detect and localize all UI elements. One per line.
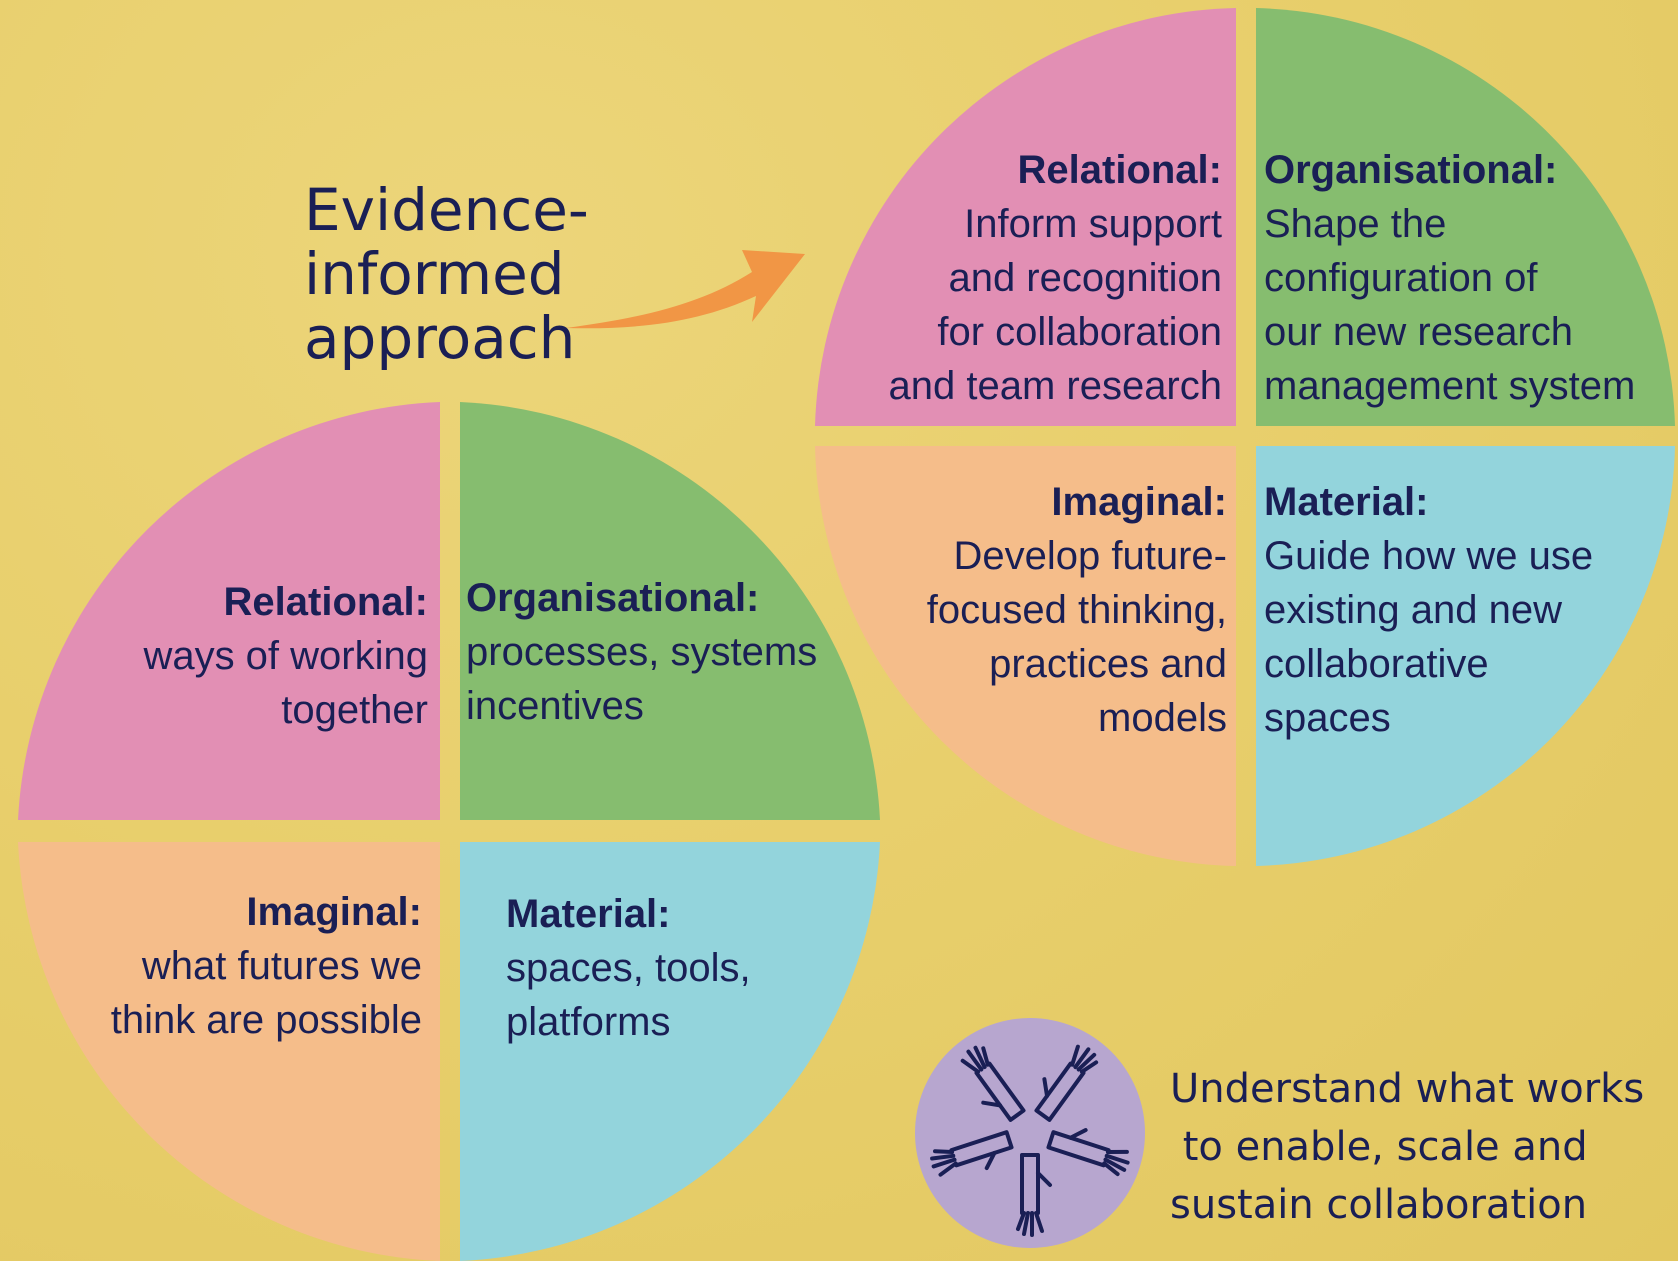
upper-relational-line-2: and recognition: [948, 256, 1222, 300]
upper-organisational-line-3: our new research: [1264, 310, 1574, 354]
upper-organisational-line-1: Shape the: [1264, 202, 1447, 246]
lower-material-heading: Material:: [506, 892, 671, 936]
upper-organisational-line-2: configuration of: [1264, 256, 1538, 300]
evidence-line-1: Evidence-: [304, 176, 589, 244]
lower-relational-line-2: together: [281, 688, 428, 732]
lower-organisational-line-1: processes, systems: [466, 630, 818, 674]
lower-organisational-line-2: incentives: [466, 684, 644, 728]
upper-relational-quadrant: [815, 8, 1236, 426]
upper-imaginal-line-2: focused thinking,: [926, 588, 1227, 632]
upper-organisational-quadrant: [1256, 8, 1675, 426]
upper-material-text: Material: Guide how we use existing and …: [1264, 482, 1664, 752]
upper-relational-line-3: for collaboration: [937, 310, 1222, 354]
upper-material-line-4: spaces: [1264, 696, 1391, 740]
upper-organisational-text: Organisational: Shape the configuration …: [1264, 150, 1664, 420]
lower-material-quadrant: [460, 842, 880, 1261]
lower-organisational-text: Organisational: processes, systems incen…: [466, 578, 866, 740]
lower-imaginal-heading: Imaginal:: [246, 890, 422, 934]
curved-arrow-icon: [566, 250, 805, 329]
lower-material-text: Material: spaces, tools, platforms: [506, 894, 866, 1056]
upper-organisational-heading: Organisational:: [1264, 148, 1558, 192]
evidence-line-3: approach: [304, 304, 576, 372]
lower-relational-line-1: ways of working: [143, 634, 428, 678]
upper-imaginal-line-4: models: [1098, 696, 1227, 740]
lower-imaginal-text: Imaginal: what futures we think are poss…: [2, 892, 422, 1054]
upper-material-quadrant: [1256, 446, 1675, 866]
understand-label: Understand what works to enable, scale a…: [1170, 1060, 1644, 1234]
upper-material-heading: Material:: [1264, 480, 1429, 524]
upper-organisational-line-4: management system: [1264, 364, 1636, 408]
evidence-informed-label: Evidence- informed approach: [304, 178, 589, 370]
upper-imaginal-quadrant: [815, 446, 1236, 866]
lower-material-line-2: platforms: [506, 1000, 671, 1044]
upper-imaginal-line-1: Develop future-: [953, 534, 1227, 578]
lower-organisational-heading: Organisational:: [466, 576, 760, 620]
upper-material-line-1: Guide how we use: [1264, 534, 1594, 578]
upper-material-line-2: existing and new: [1264, 588, 1562, 632]
understand-line-3: sustain collaboration: [1170, 1182, 1588, 1228]
lower-imaginal-line-1: what futures we: [141, 944, 422, 988]
hands-circle-icon: [915, 1018, 1145, 1248]
lower-imaginal-quadrant: [18, 842, 440, 1261]
upper-imaginal-line-3: practices and: [989, 642, 1227, 686]
lower-organisational-quadrant: [460, 402, 880, 820]
lower-material-line-1: spaces, tools,: [506, 946, 751, 990]
lower-circle: [18, 402, 880, 1261]
upper-relational-line-4: and team research: [888, 364, 1222, 408]
lower-relational-quadrant: [18, 402, 440, 820]
upper-relational-text: Relational: Inform support and recogniti…: [802, 150, 1222, 420]
lower-relational-heading: Relational:: [223, 580, 428, 624]
understand-line-1: Understand what works: [1170, 1066, 1645, 1112]
evidence-line-2: informed: [304, 240, 565, 308]
upper-relational-heading: Relational:: [1017, 148, 1222, 192]
upper-circle: [815, 8, 1675, 866]
upper-imaginal-text: Imaginal: Develop future- focused thinki…: [807, 482, 1227, 752]
upper-relational-line-1: Inform support: [964, 202, 1222, 246]
lower-imaginal-line-2: think are possible: [110, 998, 422, 1042]
upper-imaginal-heading: Imaginal:: [1051, 480, 1227, 524]
lower-relational-text: Relational: ways of working together: [8, 582, 428, 744]
understand-line-2: to enable, scale and: [1170, 1124, 1588, 1170]
upper-material-line-3: collaborative: [1264, 642, 1489, 686]
